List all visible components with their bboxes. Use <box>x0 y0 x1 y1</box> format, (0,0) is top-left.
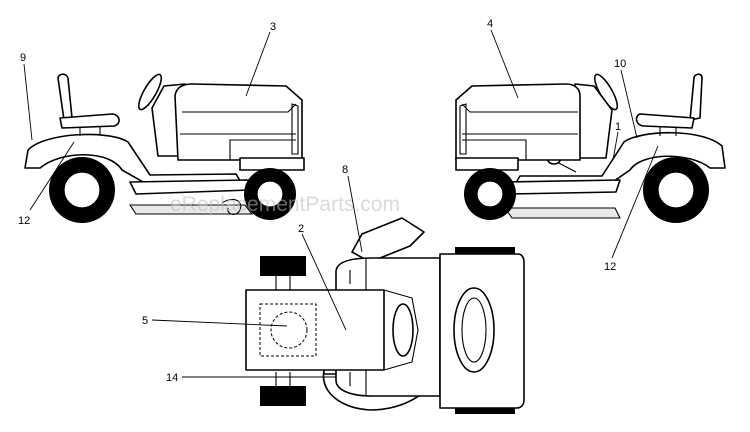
right-grille <box>459 103 467 155</box>
callout-4: 4 <box>487 18 493 30</box>
top-front-axle-links <box>275 276 291 386</box>
right-rear-fender <box>513 131 726 189</box>
left-mower-deck <box>128 204 254 215</box>
left-deck-chute <box>221 198 242 216</box>
leader-3 <box>245 31 271 97</box>
left-hood <box>174 83 303 161</box>
left-frame-rail <box>129 179 251 195</box>
right-seat-bottom <box>635 113 695 129</box>
callout-2: 2 <box>298 223 304 235</box>
left-grille <box>291 103 299 155</box>
top-hood-decal-circle <box>270 311 308 349</box>
top-steering-wheel <box>392 303 414 357</box>
right-hood <box>455 83 581 161</box>
right-seat-back <box>689 73 703 121</box>
callout-9: 9 <box>20 52 26 64</box>
top-seat-inner <box>461 297 487 363</box>
top-rear-tire-lower <box>455 406 515 414</box>
callout-12-right: 12 <box>604 261 616 273</box>
top-front-tire-lower <box>260 386 306 406</box>
left-seat-back <box>57 73 73 121</box>
top-rear-tire-upper <box>455 247 515 257</box>
callout-1: 1 <box>615 121 621 133</box>
top-hood <box>245 289 385 371</box>
left-front-bumper <box>239 157 305 171</box>
leader-10 <box>620 69 638 139</box>
left-steering-wheel <box>137 73 163 111</box>
right-front-hub <box>476 180 504 208</box>
top-seat <box>453 287 495 373</box>
top-dash-outline <box>383 289 419 371</box>
right-seat-post <box>659 127 677 136</box>
callout-8: 8 <box>342 164 348 176</box>
right-hood-line <box>461 103 578 160</box>
callout-14: 14 <box>166 372 178 384</box>
callout-12-left: 12 <box>18 215 30 227</box>
leader-5 <box>151 319 288 327</box>
leader-8 <box>347 175 363 253</box>
left-front-hub <box>256 180 284 208</box>
leader-2 <box>301 233 347 331</box>
right-mower-deck <box>503 207 621 219</box>
callout-5: 5 <box>142 315 148 327</box>
left-seat-post <box>79 127 101 136</box>
watermark-text: eReplacementParts.com <box>170 193 400 216</box>
right-rear-hub <box>657 171 695 209</box>
leader-lines <box>23 29 659 378</box>
top-view-tractor <box>245 217 525 414</box>
top-discharge-chute <box>351 217 425 263</box>
left-rear-hub <box>63 171 101 209</box>
leader-1 <box>612 131 619 161</box>
right-side-view-tractor <box>455 73 726 223</box>
leader-4 <box>490 29 519 99</box>
top-front-tire-upper <box>260 256 306 276</box>
leader-12-left <box>29 141 75 211</box>
left-hood-line <box>180 103 297 160</box>
left-seat-bottom <box>59 113 120 129</box>
callout-labels: 9 3 12 4 10 1 12 8 2 5 14 <box>18 18 626 384</box>
top-hood-decal-outline <box>259 303 317 357</box>
callout-10: 10 <box>614 58 626 70</box>
callout-3: 3 <box>270 21 276 33</box>
left-side-view-tractor <box>24 73 305 223</box>
leader-9 <box>23 63 33 141</box>
right-frame-rail <box>504 179 621 195</box>
right-front-bumper <box>455 157 519 171</box>
left-rear-fender <box>24 133 243 187</box>
leader-12-right <box>611 145 659 259</box>
